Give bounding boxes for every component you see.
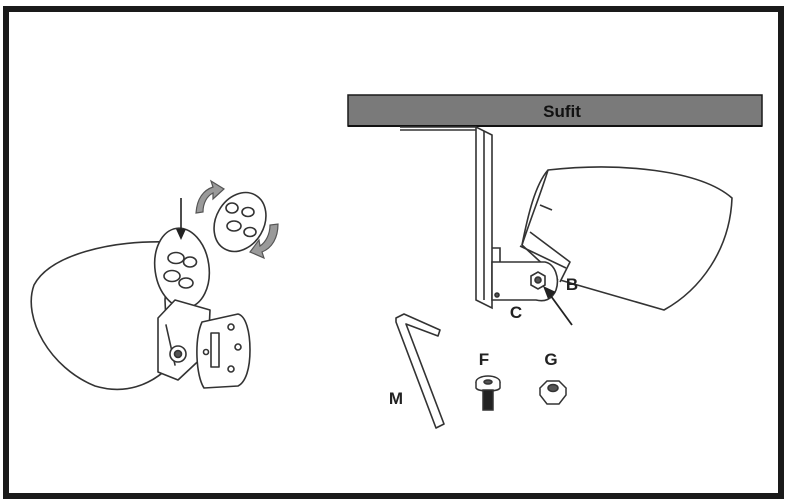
ceiling [347, 94, 763, 127]
oval-plate-mounted [153, 227, 211, 309]
wall-plate [196, 313, 251, 389]
rotate-arrows-icon [195, 179, 279, 260]
label-m: M [389, 389, 403, 408]
down-arrow-icon [176, 198, 186, 240]
label-b: B [566, 275, 578, 294]
label-g: G [544, 350, 557, 369]
ceiling-bracket [400, 125, 493, 310]
allen-key-part [395, 313, 445, 429]
lamp-head-left [30, 241, 171, 391]
screw-part [475, 375, 501, 411]
lamp-head-right [519, 166, 733, 311]
pointer-arrow-icon [543, 286, 573, 326]
ceiling-label: Sufit [543, 102, 581, 121]
connector-bracket [491, 247, 559, 302]
label-c: C [510, 303, 522, 322]
nut-part [538, 380, 568, 405]
label-f: F [479, 350, 489, 369]
left-assembly [30, 227, 251, 391]
oval-plate-rotating [213, 191, 267, 253]
